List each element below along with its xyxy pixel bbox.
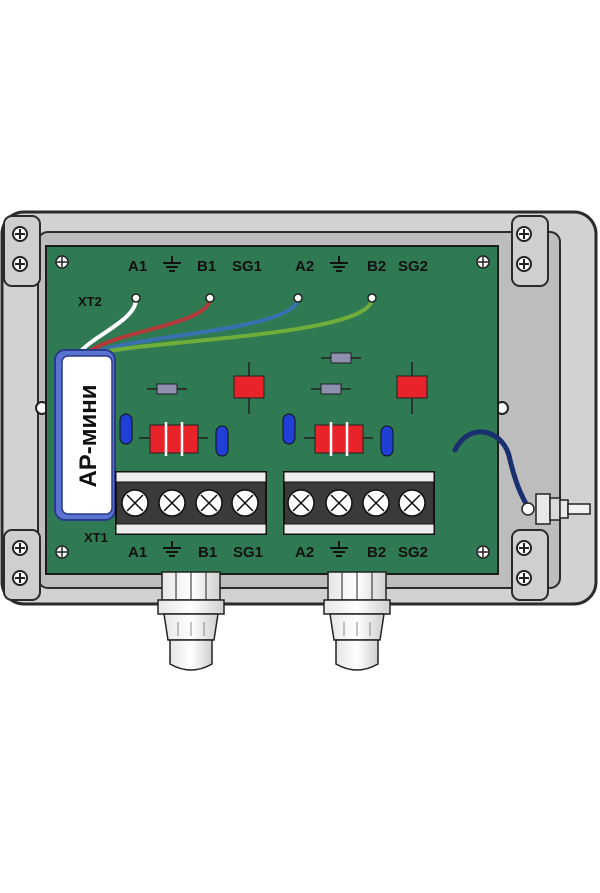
screw-icon [325, 489, 353, 517]
xt2-pins [131, 293, 377, 303]
mounting-hole-icon [476, 255, 490, 269]
cable-gland-icon [323, 571, 391, 671]
label-bottom-b2: B2 [367, 544, 386, 561]
screw-icon [516, 226, 532, 242]
cable-gland-icon [157, 571, 225, 671]
screw-icon [121, 489, 149, 517]
screw-icon [287, 489, 315, 517]
blue-capacitor [380, 425, 394, 457]
screw-icon [12, 540, 28, 556]
label-bottom-a2: A2 [295, 544, 314, 561]
ground-icon [330, 256, 348, 272]
blue-capacitor [215, 425, 229, 457]
diode [147, 383, 187, 395]
surge-arrester [304, 422, 373, 456]
wire-bundle [78, 298, 374, 354]
screw-icon [362, 489, 390, 517]
label-top-sg1: SG1 [232, 258, 262, 275]
label-xt1: XT1 [84, 530, 108, 545]
label-bottom-sg2: SG2 [398, 544, 428, 561]
screw-icon [398, 489, 426, 517]
screw-icon [12, 256, 28, 272]
red-component [396, 362, 428, 414]
surge-arrester [139, 422, 208, 456]
label-top-b1: B1 [197, 258, 216, 275]
label-top-a2: A2 [295, 258, 314, 275]
label-bottom-sg1: SG1 [233, 544, 263, 561]
mounting-hole-icon [476, 545, 490, 559]
screw-icon [12, 570, 28, 586]
mounting-hole-icon [55, 255, 69, 269]
ground-icon [330, 541, 348, 557]
screw-icon [158, 489, 186, 517]
screw-icon [231, 489, 259, 517]
ground-icon [163, 541, 181, 557]
diode [311, 383, 351, 395]
ap-mini-module: АР-мини [54, 349, 116, 521]
label-bottom-a1: A1 [128, 544, 147, 561]
ground-bolt [521, 493, 591, 525]
label-top-sg2: SG2 [398, 258, 428, 275]
mounting-hole-icon [55, 545, 69, 559]
label-xt2: XT2 [78, 294, 102, 309]
diode [321, 352, 361, 364]
red-component [233, 362, 265, 414]
blue-capacitor [119, 413, 133, 445]
label-top-a1: A1 [128, 258, 147, 275]
ground-icon [163, 256, 181, 272]
screw-icon [516, 570, 532, 586]
label-bottom-b1: B1 [198, 544, 217, 561]
screw-icon [516, 540, 532, 556]
module-label: АР-мини [75, 384, 102, 487]
blue-capacitor [282, 413, 296, 445]
screw-icon [12, 226, 28, 242]
screw-icon [195, 489, 223, 517]
label-top-b2: B2 [367, 258, 386, 275]
screw-icon [516, 256, 532, 272]
ground-cable [452, 429, 533, 513]
